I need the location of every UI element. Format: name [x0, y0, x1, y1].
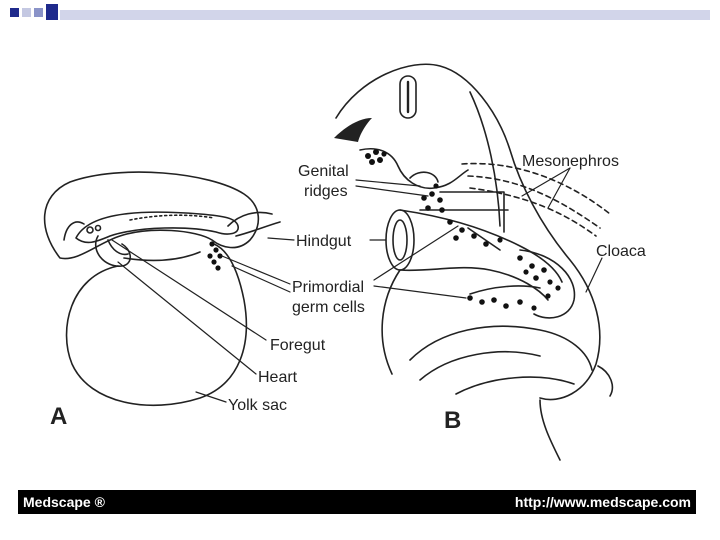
- label-genital-line1: Genital: [298, 163, 349, 180]
- header-square-dark: [10, 8, 19, 17]
- migration-arrow-1: [467, 227, 501, 251]
- header-gradient-bar: [60, 10, 710, 20]
- header-square-light: [22, 8, 31, 17]
- hindgut-upper-b: [399, 209, 563, 283]
- label-yolk-sac: Yolk sac: [228, 397, 287, 414]
- amnion-fold: [63, 221, 85, 241]
- header-square-mid: [34, 8, 43, 17]
- label-genital-line2: ridges: [304, 183, 348, 200]
- neural-tube-b: [399, 75, 417, 119]
- hindgut-lumen-b: [392, 219, 408, 261]
- hindgut-fold: [227, 211, 273, 227]
- mesonephros-dashed-3: [469, 187, 597, 237]
- yolk-sac-outline: [65, 243, 248, 407]
- panel-letter-b: B: [444, 407, 461, 434]
- panel-b-drawing: [334, 63, 614, 461]
- dorsal-aorta: [334, 118, 372, 142]
- footer-bar: Medscape ® http://www.medscape.com: [18, 490, 696, 514]
- label-mesonephros: Mesonephros: [522, 153, 619, 170]
- allantois-b: [419, 351, 541, 381]
- outer-fold-b: [455, 376, 575, 395]
- panel-a-drawing: [43, 171, 281, 407]
- notochord-a: [129, 214, 215, 221]
- footer-url[interactable]: http://www.medscape.com: [514, 494, 691, 510]
- germ-cells-a: [207, 241, 223, 271]
- mesonephric-duct-1: [439, 191, 505, 233]
- base-curve-b: [597, 365, 614, 397]
- label-heart: Heart: [258, 369, 298, 386]
- header-decoration: [10, 4, 710, 20]
- label-cloaca: Cloaca: [596, 243, 646, 260]
- label-primordial-line1: Primordial: [292, 279, 364, 296]
- footer-brand: Medscape ®: [23, 494, 105, 510]
- labels-b: Genital ridges Mesonephros Cloaca B: [298, 153, 646, 434]
- embryo-outline-b: [335, 63, 601, 401]
- panel-letter-a: A: [50, 403, 67, 430]
- lower-body-b: [381, 269, 401, 375]
- germ-cells-b: [365, 149, 561, 311]
- back-curve-b: [469, 91, 501, 227]
- leader-lines-b: [355, 167, 603, 299]
- mesonephros-dashed-2: [467, 175, 601, 229]
- hindgut-lower-b: [399, 266, 549, 301]
- somite-a: [94, 224, 102, 232]
- genital-ridge-fold: [359, 148, 469, 190]
- foregut-pocket: [107, 239, 129, 256]
- label-primordial-line2: germ cells: [292, 299, 365, 316]
- leader-lines-a: [111, 237, 295, 403]
- labels-a: Hindgut Primordial germ cells Foregut He…: [50, 233, 365, 430]
- label-hindgut: Hindgut: [296, 233, 352, 250]
- gonad-curve: [409, 171, 439, 183]
- mesonephros-dashed: [461, 162, 611, 215]
- header-square-dark-2: [46, 4, 58, 20]
- embryo-outline-a: [43, 171, 260, 260]
- cloaca-b: [519, 249, 576, 319]
- tail-outline-b: [539, 399, 561, 461]
- label-foregut: Foregut: [270, 337, 326, 354]
- tail-fold-b: [409, 325, 593, 371]
- yolk-stalk: [123, 251, 201, 262]
- migration-arrow-2: [469, 285, 541, 295]
- gut-tube-a: [75, 211, 239, 244]
- hindgut-tube-b: [385, 209, 415, 271]
- allantois: [235, 221, 281, 237]
- neural-tube-a: [86, 226, 94, 234]
